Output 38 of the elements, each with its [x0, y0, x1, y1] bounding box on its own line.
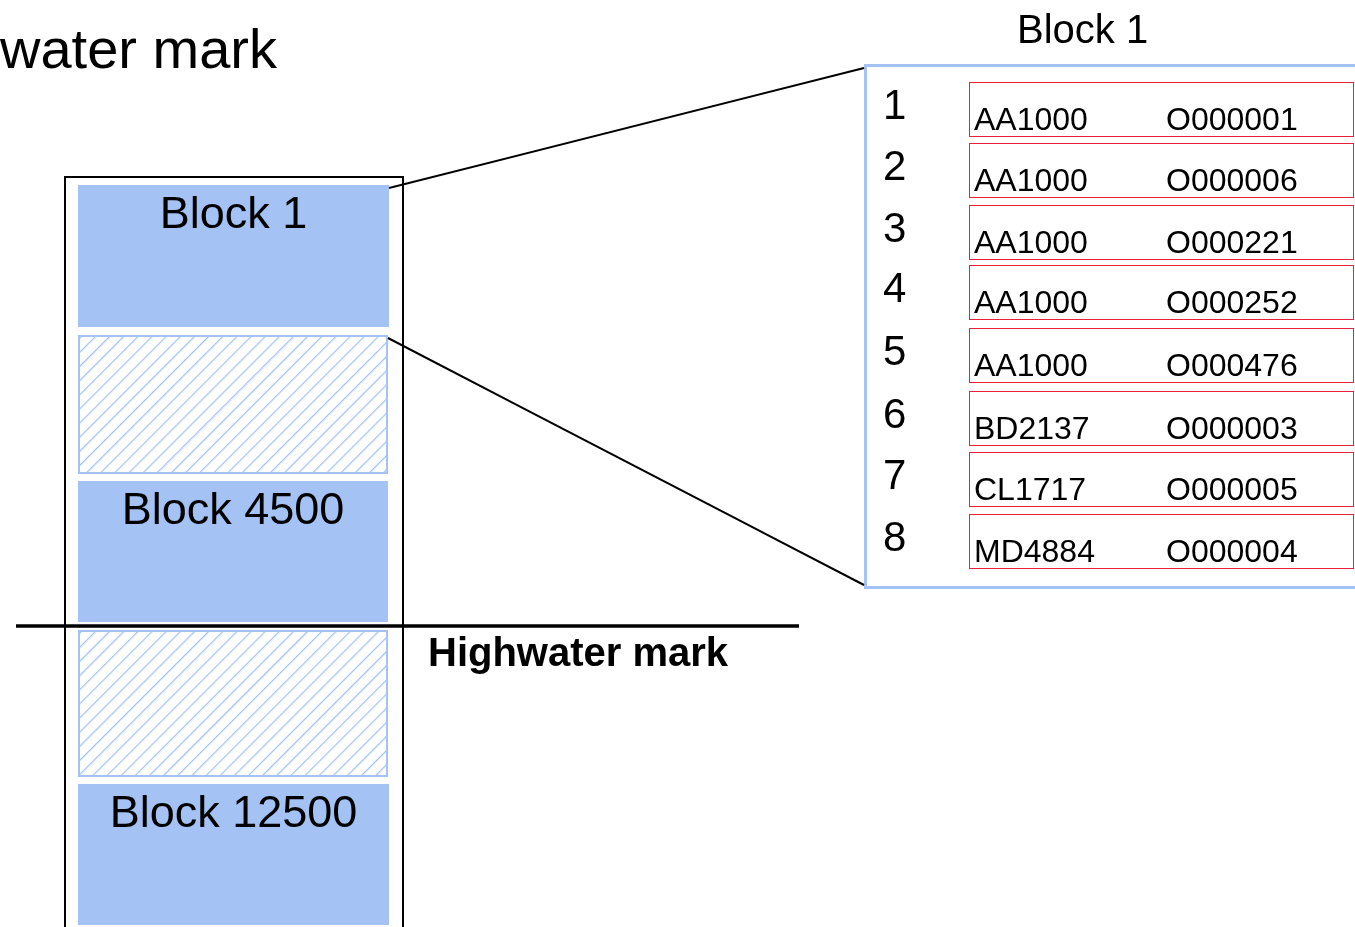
row-number: 2: [883, 142, 907, 190]
row-number: 4: [883, 264, 907, 312]
row-key: CL1717: [974, 471, 1087, 508]
row-id: O000006: [1166, 162, 1298, 199]
block-label: Block 12500: [108, 786, 359, 838]
row-number: 7: [883, 451, 907, 499]
row-key: AA1000: [974, 101, 1088, 138]
row-key: AA1000: [974, 284, 1088, 321]
zoom-line: [387, 337, 865, 586]
row-id: O000221: [1166, 224, 1298, 261]
data-block: [78, 185, 389, 327]
panel-heading: Block 1: [1017, 7, 1149, 52]
row-number: 1: [883, 81, 907, 129]
row-id: O000003: [1166, 410, 1298, 447]
row-key: AA1000: [974, 162, 1088, 199]
empty-block: [78, 335, 388, 474]
block-label: Block 1: [158, 187, 309, 239]
data-block: [78, 784, 389, 925]
row-id: O000001: [1166, 101, 1298, 138]
row-key: AA1000: [974, 224, 1088, 261]
title: water mark: [0, 16, 277, 81]
row-number: 8: [883, 513, 907, 561]
row-key: BD2137: [974, 410, 1090, 447]
empty-block: [78, 630, 388, 777]
row-number: 3: [883, 204, 907, 252]
highwater-label: Highwater mark: [428, 630, 729, 675]
storage-column: [64, 176, 404, 927]
row-id: O000252: [1166, 284, 1298, 321]
row-id: O000476: [1166, 347, 1298, 384]
row-number: 5: [883, 327, 907, 375]
zoom-line: [388, 67, 865, 189]
data-block: [78, 481, 388, 622]
row-key: MD4884: [974, 533, 1095, 570]
row-key: AA1000: [974, 347, 1088, 384]
row-id: O000004: [1166, 533, 1298, 570]
row-id: O000005: [1166, 471, 1298, 508]
row-number: 6: [883, 390, 907, 438]
block-label: Block 4500: [120, 483, 346, 535]
